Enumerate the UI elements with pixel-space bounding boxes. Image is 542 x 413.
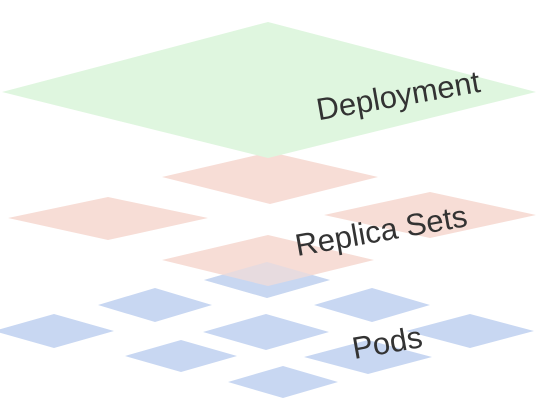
replica-sets-layer (8, 152, 536, 286)
pod-tile (304, 340, 432, 374)
replica-set-tile (324, 192, 536, 238)
pod-tile (203, 314, 329, 350)
pod-tile-overlap (204, 262, 330, 298)
deployment-layer (2, 22, 536, 158)
replica-set-tile (8, 197, 208, 240)
pod-tile (125, 340, 237, 372)
deployment-tile (2, 22, 536, 158)
pod-tile (98, 288, 212, 322)
replica-set-tile (162, 235, 374, 286)
pod-tile (314, 288, 430, 322)
pods-layer (0, 262, 534, 398)
pods-overlap-layer (204, 262, 330, 298)
pod-tile (406, 314, 534, 348)
pod-tile (0, 314, 114, 348)
replica-set-tile (162, 152, 378, 204)
pod-tile (228, 366, 338, 398)
